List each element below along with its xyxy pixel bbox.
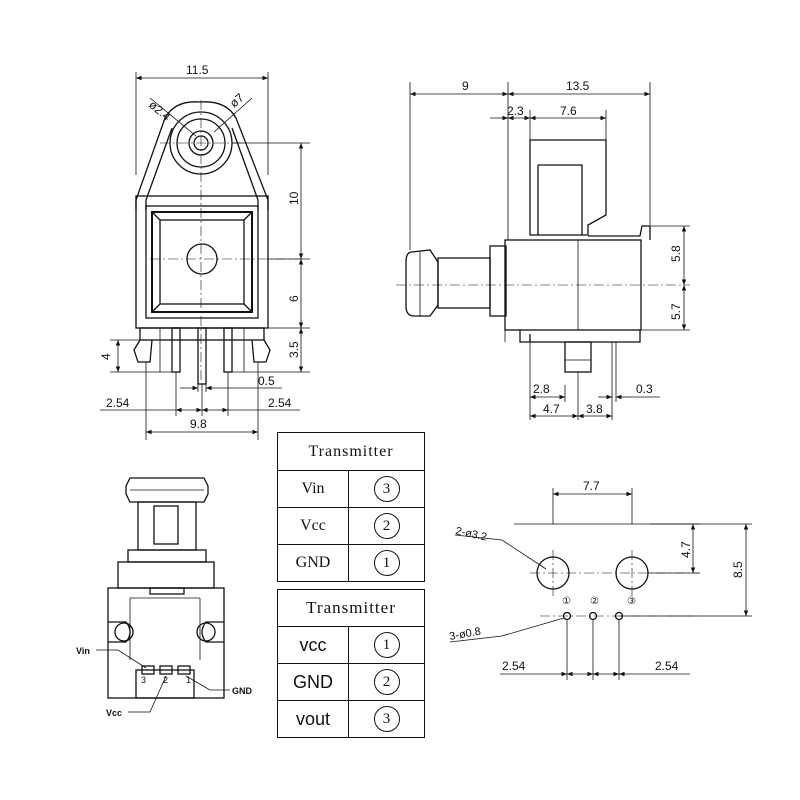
- bottom-view: 3 2 1 Vin Vcc GND: [76, 477, 253, 718]
- dim-pitch-right: 2.54: [268, 396, 292, 410]
- table-row: GND 1: [277, 544, 425, 582]
- dim-bottom-b: 3.8: [586, 402, 603, 416]
- table-row: vout 3: [277, 700, 425, 738]
- pin-name: vcc: [277, 626, 349, 664]
- pin-number: 1: [373, 632, 400, 658]
- table-row: GND 2: [277, 663, 425, 701]
- dim-small-a: 2.3: [507, 104, 524, 118]
- pin-label-1: 1: [186, 675, 191, 685]
- dim-body-depth: 7.6: [560, 104, 577, 118]
- dim-upper-height: 5.8: [669, 245, 683, 262]
- dim-pin-thickness: 0.3: [636, 382, 653, 396]
- dim-pin-offset: 2.8: [533, 382, 550, 396]
- pin-number: 2: [373, 669, 400, 695]
- dim-small-holes: 3-ø0.8: [448, 626, 481, 643]
- dim-pins-span: 9.8: [190, 417, 207, 431]
- table-upper-header: Transmitter: [277, 432, 425, 471]
- dim-pin-height-right: 3.5: [287, 341, 301, 358]
- front-view: 11.5 ø2.4 ø7: [99, 63, 310, 440]
- table-lower-header: Transmitter: [277, 589, 425, 627]
- dim-pitch-left-fp: 2.54: [502, 659, 526, 673]
- pcb-footprint: 7.7 2-ø3.2 ① ② ③ 3-ø0.8 4.7 8.5 2.54 2: [448, 479, 752, 680]
- dim-height-top: 10: [287, 191, 301, 205]
- dim-height-mid: 6: [287, 295, 301, 302]
- label-gnd: GND: [232, 686, 253, 696]
- dim-width-total: 11.5: [186, 63, 209, 77]
- label-vcc: Vcc: [106, 708, 122, 718]
- dim-height-b: 8.5: [731, 561, 745, 578]
- table-row: Vcc 2: [277, 507, 425, 545]
- pin-name: vout: [277, 700, 349, 738]
- dim-height-a: 4.7: [679, 541, 693, 558]
- dim-hole-pitch: 7.7: [583, 479, 600, 493]
- pin-number: 3: [373, 476, 400, 502]
- pinout-table-upper: Transmitter Vin 3 Vcc 2 GND 1: [277, 432, 425, 582]
- pin-name: GND: [277, 663, 349, 701]
- pin-mark-3: ③: [627, 596, 636, 607]
- pinout-table-lower: Transmitter vcc 1 GND 2 vout 3: [277, 589, 425, 738]
- dim-bottom-a: 4.7: [543, 402, 560, 416]
- dim-offset: 9: [462, 79, 469, 93]
- dim-length: 13.5: [566, 79, 590, 93]
- pin-label-2: 2: [163, 675, 168, 685]
- pin-name: Vin: [277, 470, 349, 508]
- label-vin: Vin: [76, 646, 90, 656]
- dim-pitch-right-fp: 2.54: [655, 659, 679, 673]
- side-view: 9 13.5 2.3 7.6 5.8: [396, 79, 690, 420]
- pin-number: 2: [373, 513, 400, 539]
- pin-label-3: 3: [141, 675, 146, 685]
- table-row: Vin 3: [277, 470, 425, 508]
- pin-name: Vcc: [277, 507, 349, 545]
- dim-hole-large: ø7: [227, 90, 247, 110]
- dim-large-holes: 2-ø3.2: [454, 525, 488, 543]
- dim-pin-width: 0.5: [258, 374, 275, 388]
- pin-name: GND: [277, 544, 349, 582]
- pin-mark-2: ②: [590, 596, 599, 607]
- table-row: vcc 1: [277, 626, 425, 664]
- pin-number: 1: [373, 550, 400, 576]
- pin-mark-1: ①: [562, 596, 571, 607]
- dim-lower-height: 5.7: [669, 303, 683, 320]
- dim-pitch-left: 2.54: [106, 396, 130, 410]
- dim-pin-height-left: 4: [99, 353, 113, 360]
- pin-number: 3: [373, 706, 400, 732]
